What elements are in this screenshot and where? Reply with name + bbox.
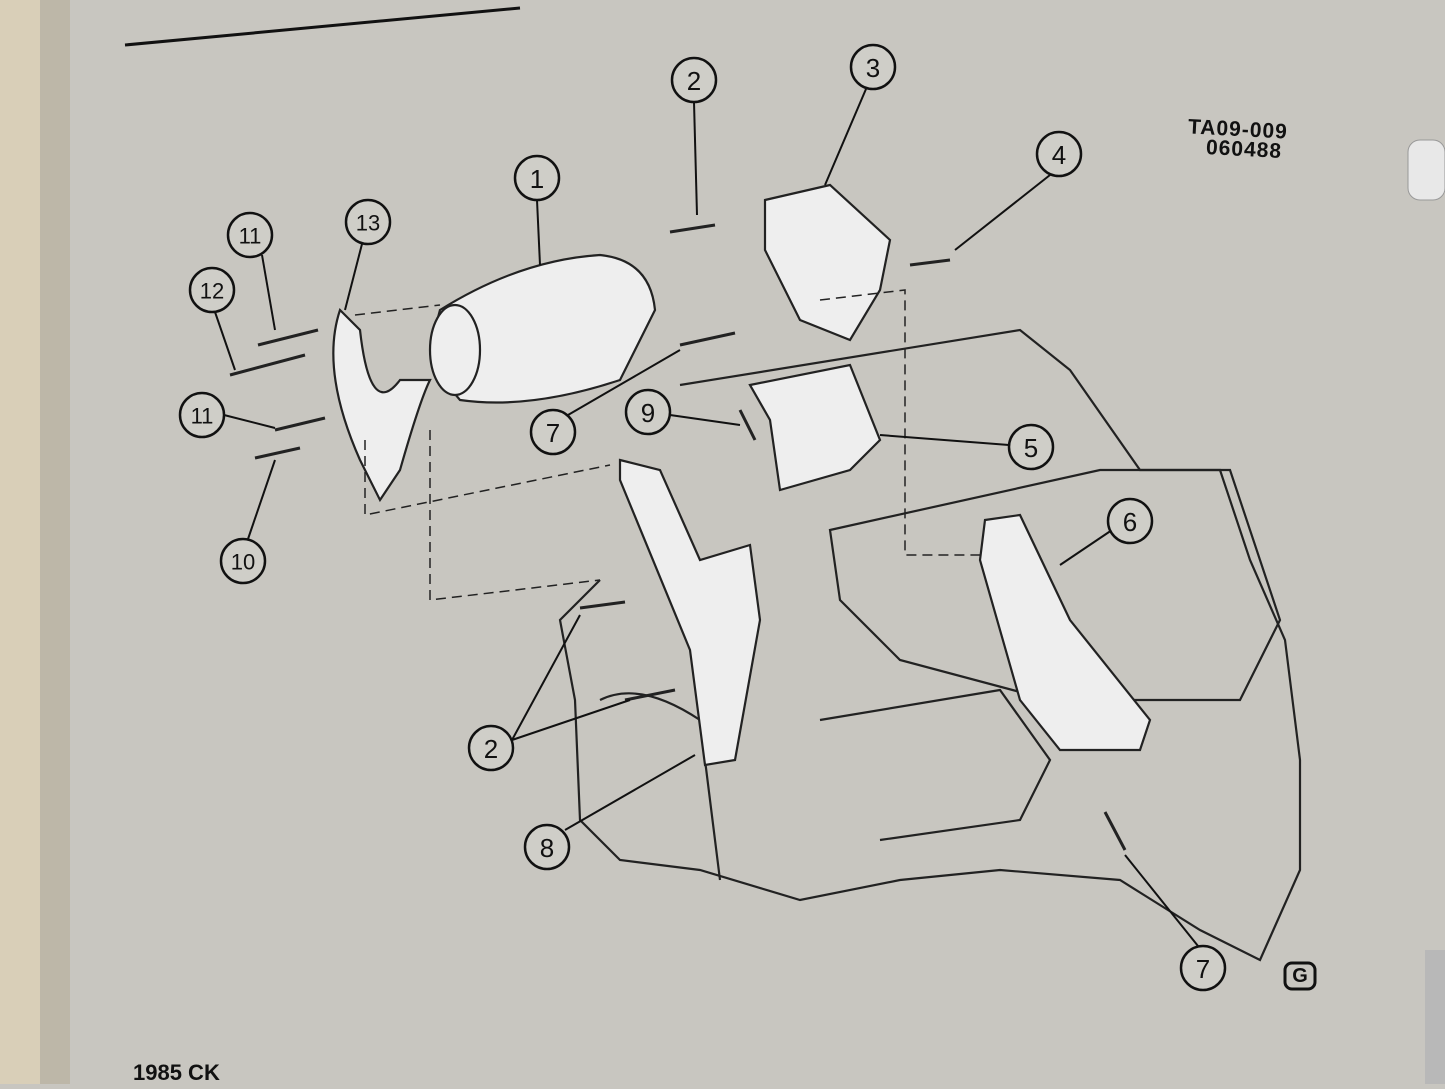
callout-number: 13	[356, 211, 380, 236]
footer-text: 1985 CK	[133, 1060, 220, 1085]
compressor-clutch	[428, 303, 482, 397]
callout-circle	[1106, 497, 1154, 545]
callout-number: 4	[1052, 140, 1066, 170]
page-shadow	[40, 0, 70, 1084]
callout-number: 1	[530, 164, 544, 194]
parts	[332, 183, 1152, 767]
callout-2: 2	[467, 724, 515, 772]
callout-number: 6	[1123, 507, 1137, 537]
logo-letter: G	[1292, 965, 1308, 987]
callout-3: 3	[849, 43, 897, 91]
callout-7: 7	[529, 408, 577, 456]
engine-outline	[558, 328, 1302, 962]
callout-number: 10	[231, 550, 255, 575]
callout-7: 7	[1179, 944, 1227, 992]
callout-circle	[624, 388, 672, 436]
callout-number: 8	[540, 833, 554, 863]
callout-number: 7	[546, 418, 560, 448]
bolts	[229, 223, 1127, 851]
callout-number: 11	[239, 224, 262, 249]
callout-13: 13	[344, 198, 392, 246]
callout-circle	[1179, 944, 1227, 992]
gm-logo: G	[1283, 961, 1317, 991]
callout-11: 11	[226, 211, 274, 259]
callout-circle	[529, 408, 577, 456]
brace-6	[978, 513, 1152, 752]
callout-8: 8	[523, 823, 571, 871]
callout-number: 3	[866, 53, 880, 83]
header-rule	[124, 6, 521, 47]
callout-6: 6	[1106, 497, 1154, 545]
callout-circle	[513, 154, 561, 202]
callout-number: 2	[687, 66, 701, 96]
callout-10: 10	[219, 537, 267, 585]
figure-date: 060488	[1205, 136, 1283, 163]
callout-circle	[1035, 130, 1083, 178]
bracket-8	[618, 458, 762, 767]
leader-lines	[214, 88, 1199, 947]
callout-circle	[219, 537, 267, 585]
callout-number: 2	[484, 734, 498, 764]
callout-circle	[178, 391, 226, 439]
callout-number: 11	[191, 404, 214, 429]
callout-number: 9	[641, 398, 655, 428]
callout-11: 11	[178, 391, 226, 439]
callout-12: 12	[188, 266, 236, 314]
alignment-lines	[354, 289, 985, 601]
callout-number: 5	[1024, 433, 1038, 463]
callout-number: 7	[1196, 954, 1210, 984]
callout-4: 4	[1035, 130, 1083, 178]
callout-circle	[344, 198, 392, 246]
callout-circle	[849, 43, 897, 91]
callout-circle	[226, 211, 274, 259]
binder-ring	[1425, 950, 1445, 1084]
callout-circle	[670, 56, 718, 104]
callout-2: 2	[670, 56, 718, 104]
callout-9: 9	[624, 388, 672, 436]
callout-circle	[523, 823, 571, 871]
binder-ring	[1407, 139, 1445, 201]
callout-1: 1	[513, 154, 561, 202]
callout-circle	[188, 266, 236, 314]
callout-5: 5	[1007, 423, 1055, 471]
bracket-3	[763, 183, 892, 342]
callout-circle	[467, 724, 515, 772]
bracket-5	[748, 363, 882, 492]
callout-circle	[1007, 423, 1055, 471]
callout-number: 12	[200, 279, 224, 304]
bracket-13	[332, 307, 432, 503]
